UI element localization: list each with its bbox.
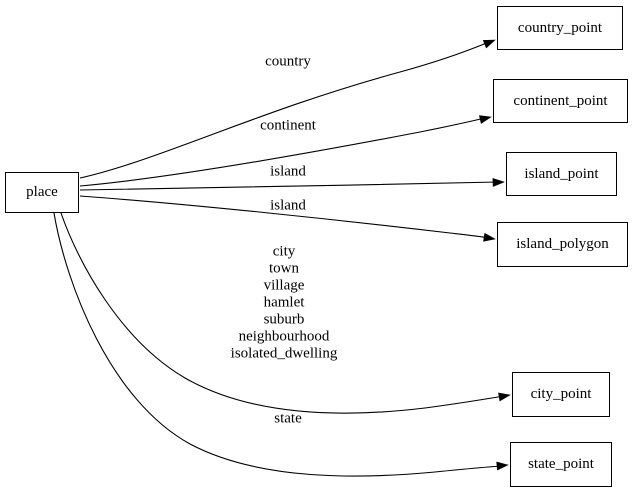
node-state_point[interactable]: state_point (510, 442, 612, 487)
edge-label-island_polygon: island (270, 197, 306, 214)
node-label: state_point (528, 456, 594, 472)
node-island_point[interactable]: island_point (506, 152, 617, 196)
edge-place-to-city_point (60, 212, 505, 414)
edge-place-to-state_point (53, 212, 503, 477)
node-island_polygon[interactable]: island_polygon (497, 222, 628, 267)
arrowhead-icon-state_point (496, 461, 509, 471)
node-label: island_point (524, 165, 599, 182)
edge-place-to-country_point (79, 41, 490, 179)
node-label: country_point (517, 19, 603, 36)
node-label: continent_point (513, 92, 608, 109)
node-label: place (26, 184, 58, 200)
arrowhead-icon-city_point (498, 392, 511, 402)
edge-label-country_point: country (265, 53, 311, 70)
edge-place-to-island_point (79, 181, 499, 191)
node-label: city_point (530, 386, 592, 402)
node-label: island_polygon (516, 236, 609, 252)
edge-label-city_point: city town village hamlet suburb neighbou… (230, 243, 338, 362)
arrowhead-icon-country_point (482, 39, 496, 49)
arrowhead-icon-continent_point (478, 115, 492, 124)
edge-label-island_point: island (270, 163, 306, 180)
node-continent_point[interactable]: continent_point (493, 79, 628, 123)
edge-label-state_point: state (274, 410, 302, 427)
edge-place-to-island_polygon (79, 195, 490, 239)
arrowhead-icon-island_polygon (483, 232, 496, 242)
edge-place-to-continent_point (79, 117, 486, 187)
node-place[interactable]: place (5, 172, 79, 213)
arrowhead-icon-island_point (492, 177, 505, 187)
edge-label-continent_point: continent (260, 117, 316, 134)
node-city_point[interactable]: city_point (512, 372, 610, 417)
node-country_point[interactable]: country_point (497, 6, 623, 50)
